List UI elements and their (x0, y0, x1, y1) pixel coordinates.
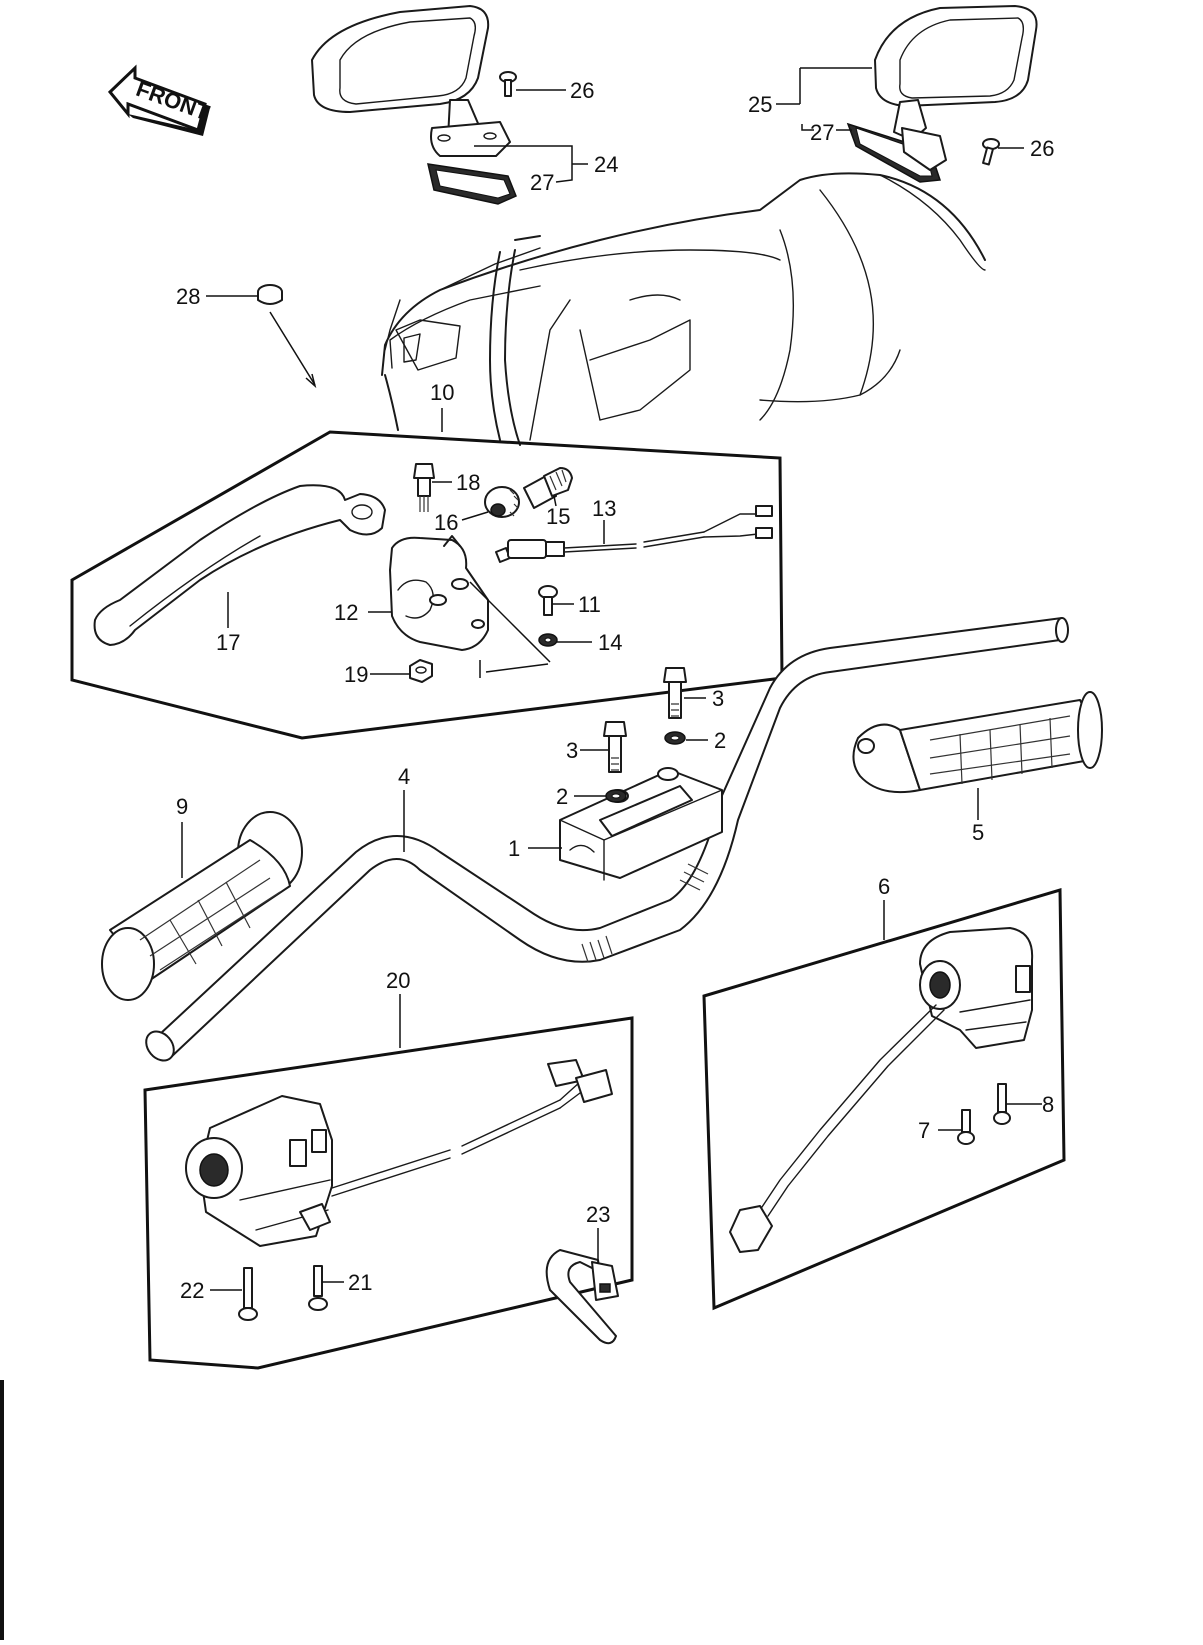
callout-13: 13 (592, 496, 616, 521)
callout-26-left: 26 (570, 78, 594, 103)
callout-11: 11 (578, 592, 601, 617)
adjuster-16 (484, 486, 520, 518)
callout-2-upper: 2 (714, 728, 726, 753)
callout-12: 12 (334, 600, 358, 625)
washer-2-upper (664, 731, 686, 745)
screw-21 (308, 1265, 328, 1311)
callout-10: 10 (430, 380, 454, 405)
screw-22 (238, 1267, 258, 1321)
part-15 (523, 467, 573, 509)
screw-26-right (982, 138, 1000, 166)
callout-14: 14 (598, 630, 622, 655)
cap-28 (257, 284, 283, 305)
scan-edge-mark (0, 1380, 4, 1640)
callout-27-right: 27 (810, 120, 834, 145)
callout-24: 24 (594, 152, 618, 177)
callout-2-lower: 2 (556, 784, 568, 809)
callout-23: 23 (586, 1202, 610, 1227)
callout-28: 28 (176, 284, 200, 309)
front-arrow-icon: FRONT (107, 64, 213, 136)
callout-1: 1 (508, 836, 520, 861)
brake-switch-13 (495, 505, 773, 563)
bolt-3-upper (663, 667, 687, 719)
callout-20: 20 (386, 968, 410, 993)
callout-4: 4 (398, 764, 410, 789)
handlebar-4 (145, 617, 1069, 1062)
callout-18: 18 (456, 470, 480, 495)
screw-26-left (499, 71, 517, 97)
right-switch-panel (702, 887, 1066, 1311)
callout-5: 5 (972, 820, 984, 845)
left-grip-9 (101, 811, 303, 1001)
callout-22: 22 (180, 1278, 204, 1303)
callout-15: 15 (546, 504, 570, 529)
callout-26-right: 26 (1030, 136, 1054, 161)
nut-19 (409, 659, 433, 683)
callout-8: 8 (1042, 1092, 1054, 1117)
washer-14 (538, 633, 558, 647)
lever-holder-12 (389, 535, 489, 651)
throttle-grip-5 (852, 691, 1103, 794)
left-mirror (311, 5, 517, 205)
callout-3-lower: 3 (566, 738, 578, 763)
callout-21: 21 (348, 1270, 372, 1295)
washer-2-lower (605, 789, 627, 803)
bolt-3-lower (603, 721, 627, 773)
fairing-outline (381, 172, 986, 446)
right-mirror (846, 5, 1038, 183)
callout-17: 17 (216, 630, 240, 655)
leader-lines (181, 67, 1042, 1291)
right-switch-6 (729, 927, 1034, 1253)
callout-25: 25 (748, 92, 772, 117)
callout-9: 9 (176, 794, 188, 819)
brake-lever-17 (93, 484, 386, 646)
callout-3-upper: 3 (712, 686, 724, 711)
callout-6: 6 (878, 874, 890, 899)
handlebar-clamp-1 (559, 767, 723, 881)
screw-8 (993, 1083, 1011, 1125)
callout-19: 19 (344, 662, 368, 687)
callout-27-left: 27 (530, 170, 554, 195)
bolt-18 (413, 463, 435, 512)
left-switch-panel (143, 1016, 634, 1370)
screw-7 (957, 1109, 975, 1145)
callouts: 26 25 27 26 24 27 28 10 18 16 15 13 11 1… (176, 78, 1054, 1303)
cable-clamp-23 (545, 1249, 619, 1345)
callout-16: 16 (434, 510, 458, 535)
left-switch-20 (185, 1059, 613, 1247)
callout-7: 7 (918, 1118, 930, 1143)
screw-11 (538, 585, 558, 616)
